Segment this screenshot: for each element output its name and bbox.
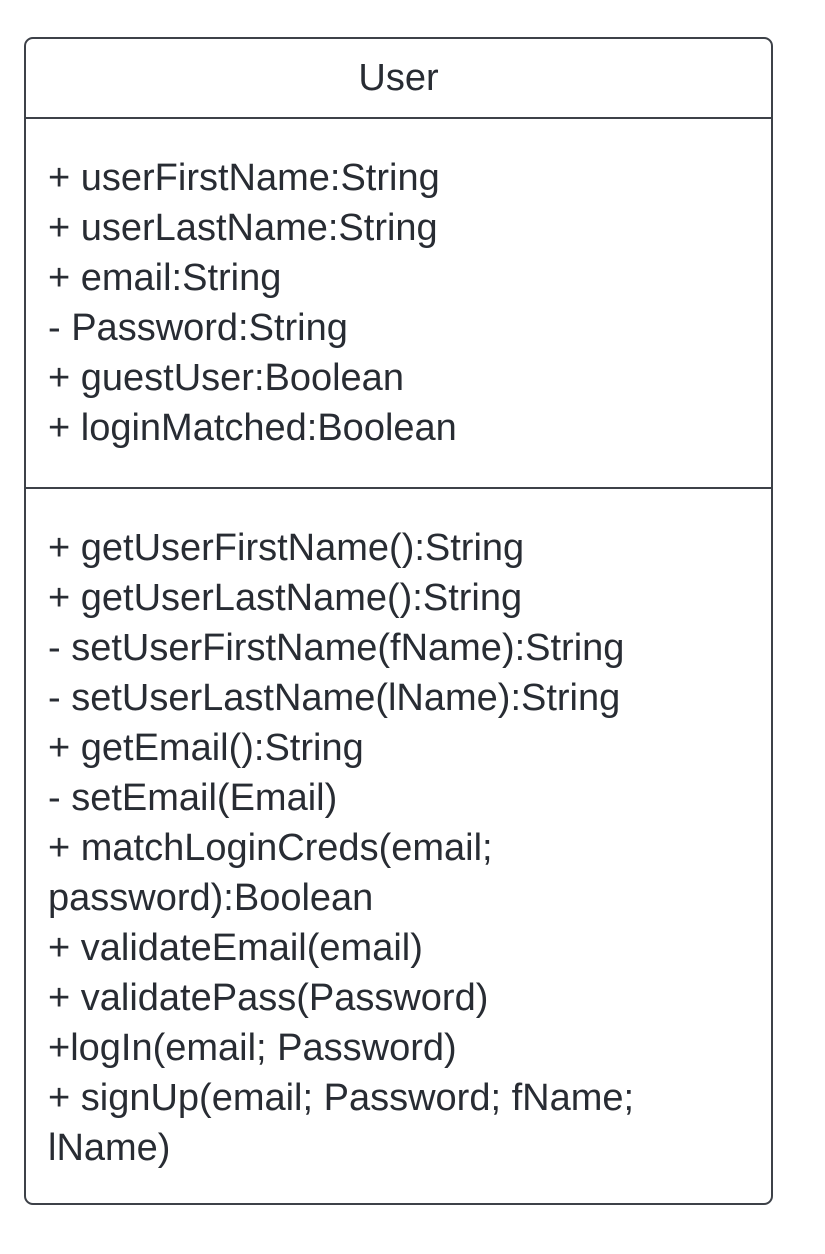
operation-match-login-creds-continued: password):Boolean xyxy=(48,877,374,919)
attribute-user-first-name: + userFirstName:String xyxy=(48,157,440,199)
attribute-login-matched: + loginMatched:Boolean xyxy=(48,407,457,449)
operation-get-user-first-name: + getUserFirstName():String xyxy=(48,527,525,569)
attribute-email: + email:String xyxy=(48,257,282,299)
operation-validate-email: + validateEmail(email) xyxy=(48,927,423,969)
operation-get-email: + getEmail():String xyxy=(48,727,364,769)
operation-sign-up: + signUp(email; Password; fName; xyxy=(48,1077,635,1119)
attribute-password: - Password:String xyxy=(48,307,348,349)
operation-set-user-first-name: - setUserFirstName(fName):String xyxy=(48,627,625,669)
class-name: User xyxy=(26,39,771,119)
attributes-compartment: + userFirstName:String + userLastName:St… xyxy=(26,119,771,489)
attribute-guest-user: + guestUser:Boolean xyxy=(48,357,404,399)
operation-set-email: - setEmail(Email) xyxy=(48,777,338,819)
operation-validate-pass: + validatePass(Password) xyxy=(48,977,489,1019)
operation-log-in: +logIn(email; Password) xyxy=(48,1027,457,1069)
uml-class-box-user: User + userFirstName:String + userLastNa… xyxy=(24,37,773,1205)
operation-sign-up-continued: lName) xyxy=(48,1127,171,1169)
attribute-user-last-name: + userLastName:String xyxy=(48,207,438,249)
operation-get-user-last-name: + getUserLastName():String xyxy=(48,577,523,619)
operation-match-login-creds: + matchLoginCreds(email; xyxy=(48,827,493,869)
operations-compartment: + getUserFirstName():String + getUserLas… xyxy=(26,489,771,1203)
operation-set-user-last-name: - setUserLastName(lName):String xyxy=(48,677,621,719)
